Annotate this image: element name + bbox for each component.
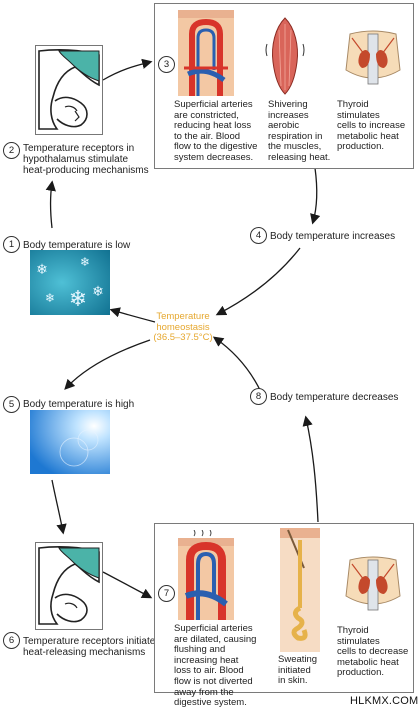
step-6-label: Temperature receptors initiate heat-rele…	[23, 636, 156, 658]
svg-text:❄: ❄	[92, 284, 104, 300]
step-number-1: 1	[3, 236, 20, 253]
step-4-label: Body temperature increases	[270, 231, 396, 242]
step-number-4: 4	[250, 227, 267, 244]
watermark: HLKMX.COM	[350, 695, 418, 707]
arrow-homeostasis-to-high	[64, 339, 151, 390]
constricted-arteries-icon	[178, 10, 234, 96]
sweating-caption: Sweating initiated in skin.	[278, 654, 318, 687]
thyroid-decrease-icon	[345, 556, 401, 611]
heat-producing-panel: 3 Superficial arteries are constricted, …	[154, 3, 414, 169]
arrow-decrease-to-homeostasis	[212, 336, 261, 391]
muscle-shivering-icon	[265, 17, 305, 95]
svg-text:❄: ❄	[69, 287, 87, 312]
svg-text:❄: ❄	[36, 262, 48, 278]
arteries-dilated-caption: Superficial arteries are dilated, causin…	[174, 623, 257, 709]
arrow-effectors-to-increase	[310, 167, 321, 225]
homeostasis-label: Temperature homeostasis (36.5–37.5°C)	[153, 311, 213, 343]
shivering-caption: Shivering increases aerobic respiration …	[268, 99, 331, 163]
snowflakes-cold-image: ❄ ❄ ❄ ❄ ❄	[30, 250, 110, 315]
arrow-receptors-to-effectors-bottom	[102, 571, 153, 599]
arrow-effectors-to-decrease	[302, 415, 319, 523]
step-2-label: Temperature receptors in hypothalamus st…	[23, 143, 149, 176]
step-number-8: 8	[250, 388, 267, 405]
thyroid-increase-caption: Thyroid stimulates cells to increase met…	[337, 99, 406, 153]
thyroid-decrease-caption: Thyroid stimulates cells to decrease met…	[337, 625, 409, 679]
step-number-2: 2	[3, 142, 20, 159]
arrow-increase-to-homeostasis	[215, 247, 301, 316]
sweat-gland-icon	[280, 528, 320, 652]
step-1-label: Body temperature is low	[23, 240, 131, 251]
step-8-label: Body temperature decreases	[270, 392, 399, 403]
hypothalamus-brain-bottom-icon	[35, 542, 103, 630]
arrow-homeostasis-to-low	[109, 307, 156, 323]
step-number-7: 7	[158, 585, 175, 602]
thyroid-icon	[345, 30, 401, 85]
heat-releasing-panel: 7 Superficial arteries are dilated, caus…	[154, 523, 414, 708]
step-number-6: 6	[3, 632, 20, 649]
warm-sun-image	[30, 410, 110, 474]
arteries-constricted-caption: Superficial arteries are constricted, re…	[174, 99, 258, 163]
step-number-5: 5	[3, 396, 20, 413]
hypothalamus-brain-top-icon	[35, 45, 103, 135]
arrow-low-to-receptors	[45, 180, 56, 229]
step-5-label: Body temperature is high	[23, 399, 135, 410]
step-number-3: 3	[158, 56, 175, 73]
arrow-receptors-to-effectors-top	[102, 58, 153, 81]
svg-text:❄: ❄	[45, 291, 55, 305]
svg-text:❄: ❄	[80, 255, 90, 269]
arrow-high-to-receptors	[51, 479, 67, 535]
dilated-arteries-icon	[178, 530, 234, 620]
